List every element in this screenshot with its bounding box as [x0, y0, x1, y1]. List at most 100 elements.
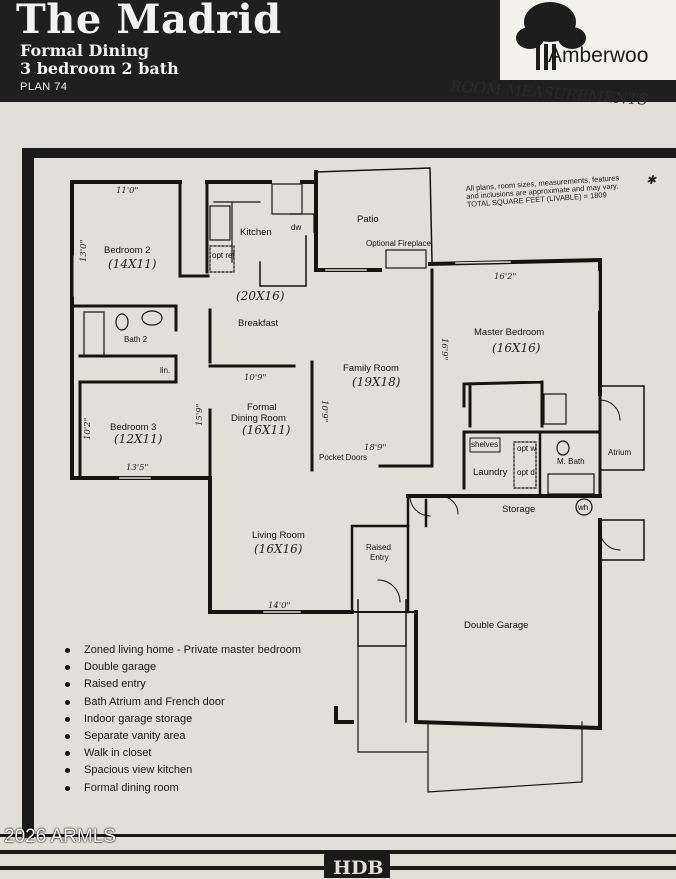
- living-room-label: Living Room: [252, 530, 305, 541]
- master-bath-label: M. Bath: [557, 457, 585, 466]
- walkway-corner: [334, 706, 354, 724]
- feature-item: Walk in closet: [62, 745, 301, 762]
- feature-item: Formal dining room: [62, 780, 301, 797]
- family-room-width: 18'9": [364, 443, 387, 453]
- living-room-width: 14'0": [268, 601, 291, 611]
- shelves-label: shelves: [471, 440, 498, 449]
- bedroom3-label: Bedroom 3: [110, 422, 156, 433]
- toilet-icon: [115, 313, 129, 331]
- family-room-size: (19X18): [352, 375, 401, 389]
- dining-size: (16X11): [242, 423, 291, 437]
- tub-icon: [83, 311, 105, 357]
- storage-label: Storage: [502, 504, 535, 515]
- dining-width: 10'9": [244, 373, 267, 383]
- range-icon: [209, 205, 231, 241]
- walkway: [357, 645, 429, 753]
- raised-entry-label-line2: Entry: [370, 553, 389, 562]
- master-bedroom-label: Master Bedroom: [474, 327, 544, 338]
- linen-label: lin.: [160, 366, 170, 375]
- garage-door-swing: [439, 495, 459, 515]
- feature-item: Bath Atrium and French door: [62, 694, 301, 711]
- kitchen-counter: [213, 201, 261, 263]
- garage-label: Double Garage: [464, 620, 528, 631]
- driveway: [427, 721, 583, 793]
- kitchen-sink-icon: [271, 183, 303, 215]
- dining-label-line2: Dining Room: [231, 413, 286, 424]
- storage-door-swing: [409, 495, 431, 517]
- window-master: [455, 261, 511, 264]
- armls-watermark: 2026 ARMLS: [4, 826, 116, 847]
- garage-side-door: [599, 519, 645, 561]
- living-room-size: (16X16): [254, 542, 303, 556]
- water-heater-icon: [575, 498, 593, 516]
- family-room-label: Family Room: [343, 363, 399, 374]
- feature-item: Separate vanity area: [62, 728, 301, 745]
- bedroom3-depth: 10'2": [83, 417, 93, 440]
- footer-stripe: [0, 834, 676, 837]
- wall-storage: [406, 494, 428, 528]
- plan-number: PLAN 74: [20, 81, 68, 93]
- shelves-icon: [469, 437, 501, 453]
- wall-bed2-east: [178, 180, 210, 278]
- atrium-label: Atrium: [608, 448, 631, 457]
- plan-subtitle-bedrooms: 3 bedroom 2 bath: [20, 59, 179, 78]
- plan-sheet-frame: [22, 148, 676, 838]
- dishwasher-label: dw: [291, 223, 301, 232]
- master-bedroom-size: (16X16): [492, 341, 541, 355]
- bedroom2-width: 11'0": [116, 186, 139, 196]
- hdb-logo-text: HDB: [333, 857, 384, 879]
- side-door-swing: [599, 529, 621, 551]
- opt-ref-label: opt ref: [212, 251, 235, 260]
- sink-icon: [141, 310, 163, 326]
- bedroom2-size: (14X11): [108, 257, 157, 271]
- kitchen-island: [259, 235, 307, 287]
- pocket-doors-label: Pocket Doors: [319, 453, 367, 462]
- plan-title: The Madrid: [16, 0, 282, 43]
- wall-bath2-north: [70, 304, 178, 332]
- brand-name: Amberwoo: [548, 44, 649, 67]
- patio-outline: [315, 167, 433, 263]
- master-tub-icon: [547, 473, 595, 495]
- atrium-door-swing: [599, 399, 621, 421]
- dining-label-line1: Formal: [247, 402, 277, 413]
- features-list: Zoned living home - Private master bedro…: [62, 642, 301, 797]
- opt-dryer-label: opt d: [517, 468, 535, 477]
- bedroom3-size: (12X11): [114, 432, 163, 446]
- asterisk-mark: ✱: [646, 173, 657, 187]
- vanity-icon: [543, 393, 567, 425]
- family-room-depth: 10'9": [319, 400, 329, 423]
- optional-fireplace-icon: [385, 249, 427, 269]
- feature-item: Raised entry: [62, 676, 301, 693]
- entry-door-swing: [377, 579, 401, 603]
- master-bedroom-depth: 16'9": [439, 338, 449, 361]
- dining-depth: 15'9": [195, 403, 205, 426]
- plan-subtitle-dining: Formal Dining: [20, 41, 150, 60]
- master-bedroom-width: 16'2": [494, 272, 517, 282]
- breakfast-size: (20X16): [236, 289, 285, 303]
- breakfast-label: Breakfast: [238, 318, 278, 329]
- feature-item: Indoor garage storage: [62, 711, 301, 728]
- tree-logo-icon: [516, 2, 586, 70]
- master-toilet-icon: [556, 440, 570, 456]
- bedroom2-depth: 13'0": [79, 239, 89, 262]
- raised-entry-label-line1: Raised: [366, 543, 391, 552]
- laundry-label: Laundry: [473, 467, 508, 478]
- bedroom2-label: Bedroom 2: [104, 245, 150, 256]
- hdb-logo: [324, 852, 390, 878]
- feature-item: Double garage: [62, 659, 301, 676]
- bath2-label: Bath 2: [124, 335, 148, 344]
- kitchen-label: Kitchen: [240, 227, 272, 238]
- opt-washer-label: opt w: [517, 444, 536, 453]
- entry-step: [357, 599, 407, 647]
- atrium-outline: [599, 385, 645, 471]
- bedroom3-width: 13'5": [126, 463, 149, 473]
- wall-garage: [414, 518, 602, 731]
- washer-dryer-space: [513, 441, 537, 489]
- opt-refrigerator-space: [209, 245, 235, 273]
- wall-closet: [462, 380, 544, 428]
- feature-item: Zoned living home - Private master bedro…: [62, 642, 301, 659]
- optional-fireplace-label: Optional Fireplace: [366, 239, 431, 248]
- water-heater-label: wh: [577, 503, 588, 512]
- patio-label: Patio: [357, 214, 379, 225]
